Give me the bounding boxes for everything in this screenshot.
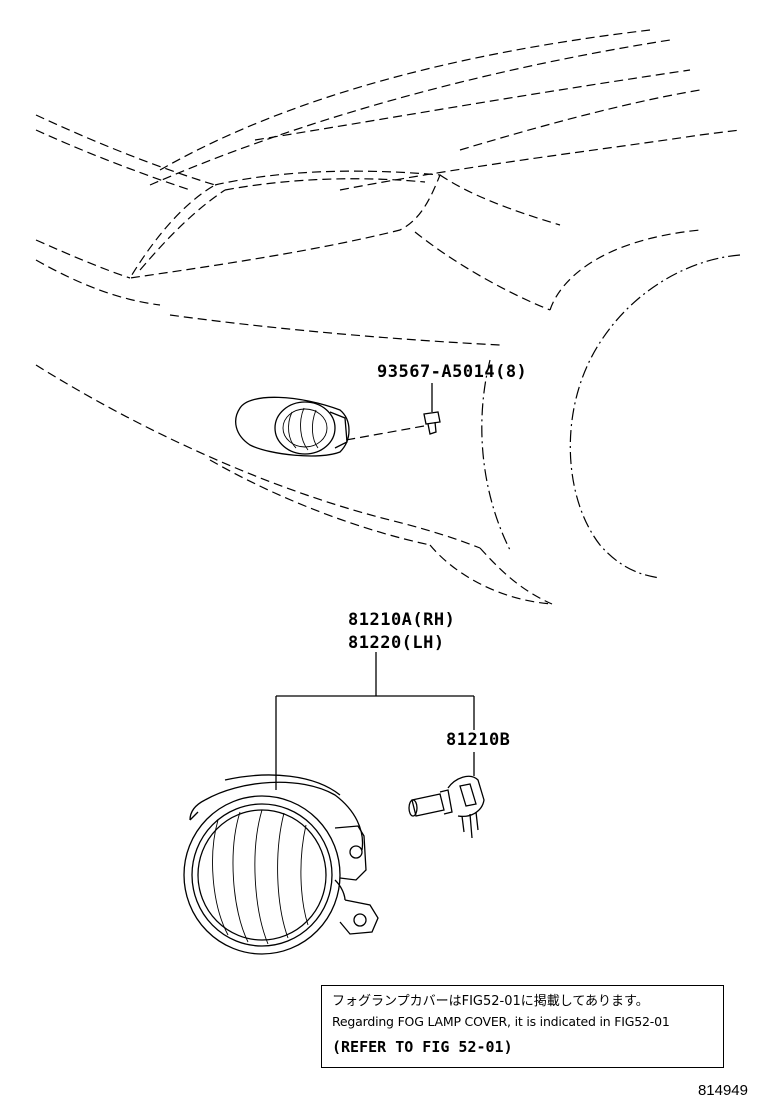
- screw-leader: [345, 425, 425, 441]
- note-refer: (REFER TO FIG 52-01): [332, 1038, 513, 1056]
- part-label-lamp-rh: 81210A(RH): [348, 610, 456, 630]
- part-label-screw: 93567-A5014(8): [377, 362, 528, 382]
- reference-note: フォグランプカバーはFIG52-01に掲載してあります。 Regarding F…: [321, 985, 724, 1068]
- part-label-lamp-lh: 81220(LH): [348, 633, 445, 653]
- note-japanese: フォグランプカバーはFIG52-01に掲載してあります。: [332, 994, 649, 1009]
- screw-icon: [423, 411, 441, 435]
- installed-fog-lamp: [235, 396, 350, 457]
- note-english: Regarding FOG LAMP COVER, it is indicate…: [332, 1014, 670, 1029]
- bulb-icon: [408, 775, 485, 839]
- car-body-outline: [35, 29, 741, 605]
- fog-lamp-assembly: [183, 774, 379, 955]
- part-label-bulb: 81210B: [446, 730, 511, 750]
- figure-number: 814949: [697, 1082, 748, 1099]
- lamp-leader-lines: [275, 652, 475, 790]
